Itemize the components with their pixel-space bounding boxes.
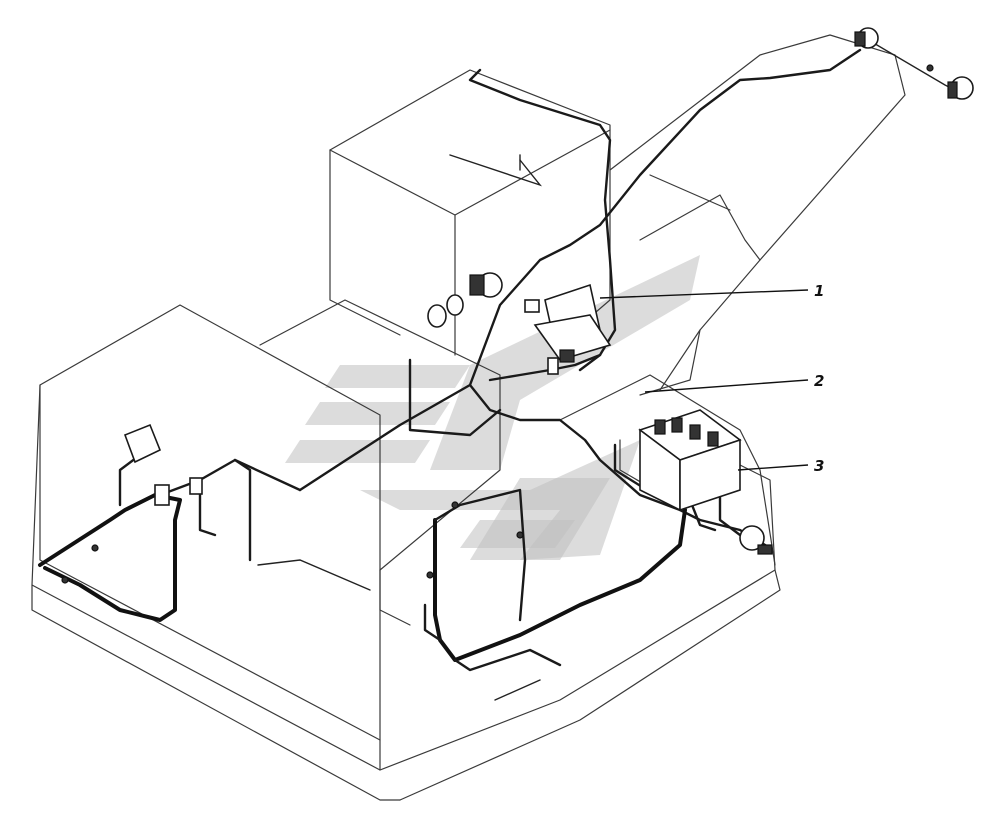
junction-box-component-1: [533, 283, 612, 375]
callouts: 1 2 3: [599, 282, 824, 475]
front-block-top-edge: [39, 384, 381, 741]
vehicle-body: [31, 34, 906, 801]
rear-curved-body: [609, 34, 906, 391]
horn-icon: [739, 525, 773, 555]
fuse-block-component-3: [638, 409, 742, 512]
callout-2-label: 2: [814, 372, 824, 390]
middle-block: [259, 299, 501, 571]
wiring-harness: [38, 34, 956, 701]
main-harness-run: [298, 48, 862, 492]
base-harness-run: [433, 508, 687, 662]
callout-3-label: 3: [814, 457, 824, 475]
callout-2-leader: [644, 379, 809, 393]
plug-connector-icon: [947, 76, 974, 100]
harness-connectors: [61, 64, 934, 584]
callout-1-label: 1: [814, 282, 824, 300]
callout-3-leader: [737, 464, 809, 471]
relay-box-icon: [123, 423, 203, 506]
rear-block: [559, 374, 776, 566]
rear-lamp-icon: [854, 27, 879, 49]
cab-block: [329, 69, 611, 331]
callout-1-leader: [599, 289, 809, 299]
cab-lamp-group-icon: [427, 272, 540, 328]
components: [61, 27, 974, 584]
front-harness-loop: [38, 493, 182, 622]
